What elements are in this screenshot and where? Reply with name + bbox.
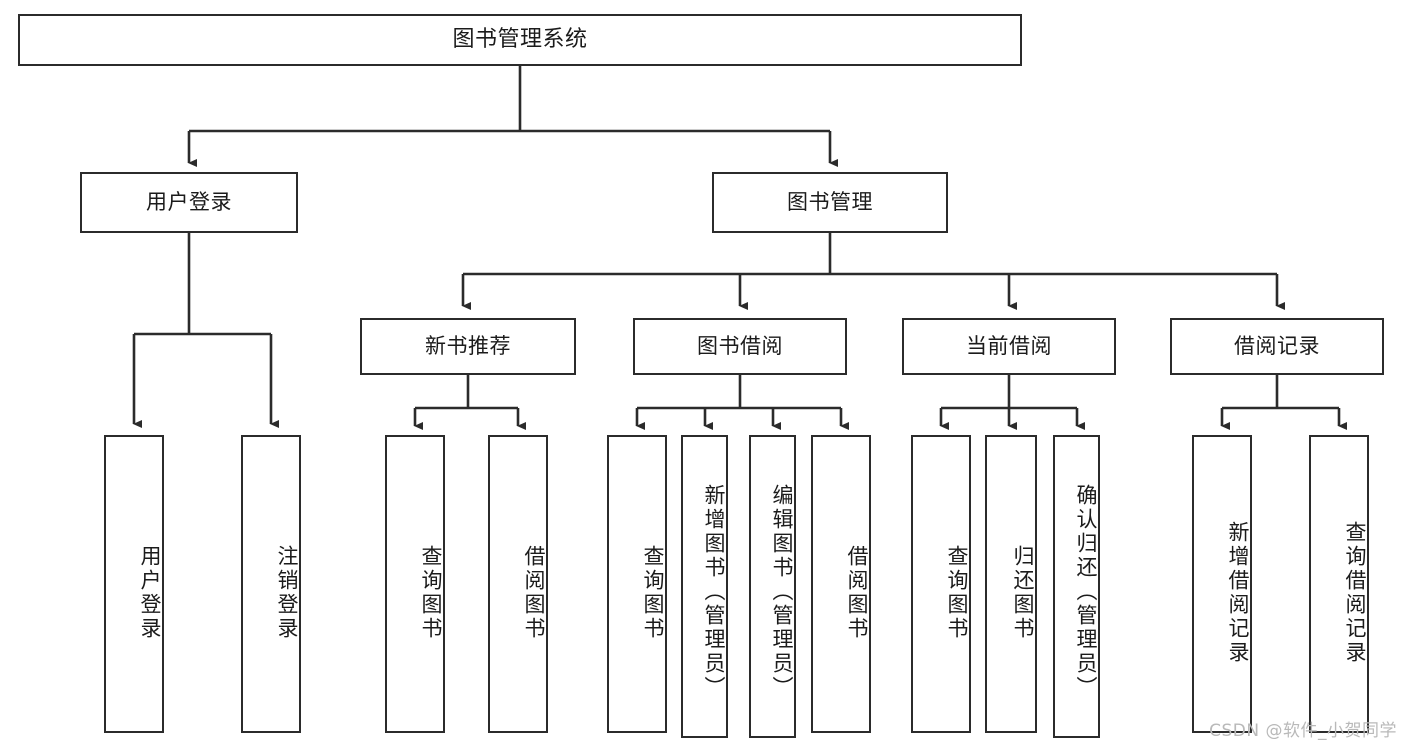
node-root-book-management-system[interactable]: 图书管理系统: [18, 14, 1022, 66]
leaf-add-borrow-record[interactable]: 新增借阅记录: [1192, 435, 1252, 733]
node-borrow-record[interactable]: 借阅记录: [1170, 318, 1384, 375]
leaf-query-book-borrow[interactable]: 查询图书: [607, 435, 667, 733]
node-user-login[interactable]: 用户登录: [80, 172, 298, 233]
node-new-book-recommend[interactable]: 新书推荐: [360, 318, 576, 375]
leaf-user-logout[interactable]: 注销登录: [241, 435, 301, 733]
leaf-query-book-current[interactable]: 查询图书: [911, 435, 971, 733]
leaf-query-borrow-record[interactable]: 查询借阅记录: [1309, 435, 1369, 733]
node-book-borrow[interactable]: 图书借阅: [633, 318, 847, 375]
leaf-query-book-recommend[interactable]: 查询图书: [385, 435, 445, 733]
leaf-borrow-book-recommend[interactable]: 借阅图书: [488, 435, 548, 733]
node-current-borrow[interactable]: 当前借阅: [902, 318, 1116, 375]
leaf-return-book[interactable]: 归还图书: [985, 435, 1037, 733]
leaf-edit-book-admin[interactable]: 编辑图书（管理员）: [749, 435, 796, 738]
leaf-borrow-book[interactable]: 借阅图书: [811, 435, 871, 733]
leaf-add-book-admin[interactable]: 新增图书（管理员）: [681, 435, 728, 738]
leaf-user-login[interactable]: 用户登录: [104, 435, 164, 733]
leaf-confirm-return-admin[interactable]: 确认归还（管理员）: [1053, 435, 1100, 738]
node-book-management[interactable]: 图书管理: [712, 172, 948, 233]
